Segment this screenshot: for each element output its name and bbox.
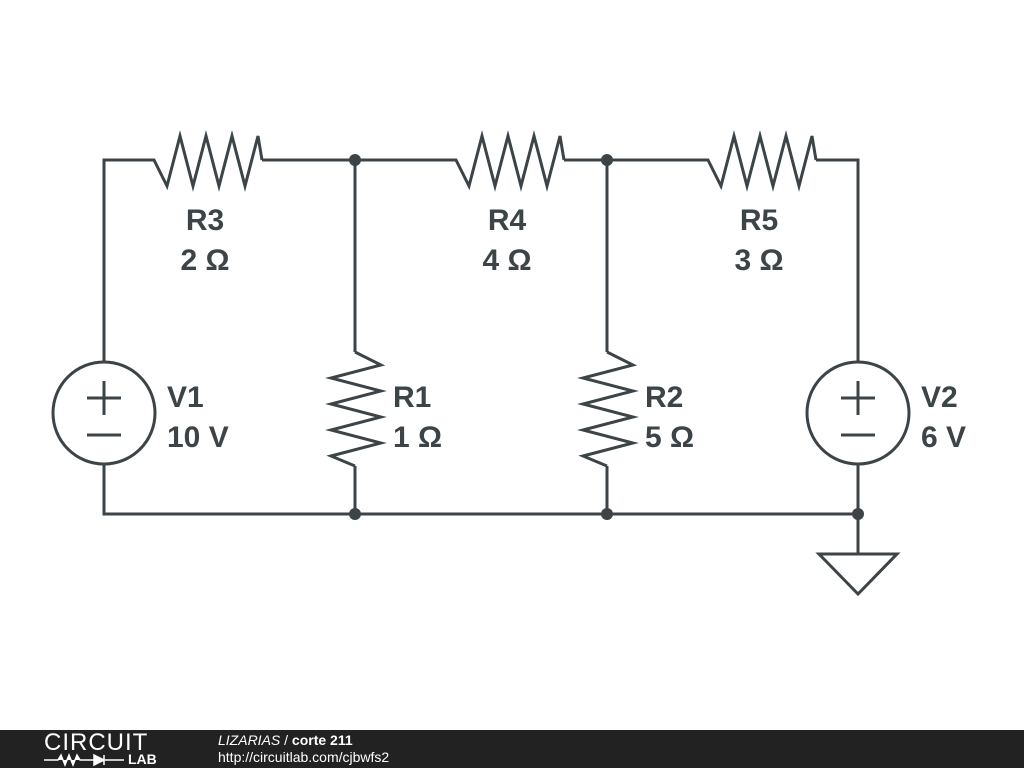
circuit-title-line: LIZARIAS / corte 211 xyxy=(218,732,389,749)
v2-label: V2 xyxy=(921,381,958,414)
footer-bar: CIRCUIT LAB LIZARIAS / corte 211 http://… xyxy=(0,730,1024,768)
resistor-diode-icon xyxy=(44,753,124,767)
resistor-r5[interactable] xyxy=(702,130,818,192)
circuitlab-logo[interactable]: CIRCUIT LAB xyxy=(44,731,184,767)
ground-icon xyxy=(815,552,901,597)
voltage-source-v1[interactable] xyxy=(51,360,157,466)
junction-nodes xyxy=(349,154,864,520)
junction-node xyxy=(349,154,361,166)
resistor-r4[interactable] xyxy=(450,130,566,192)
plus-icon xyxy=(87,381,121,415)
wire-left-vertical xyxy=(102,158,148,362)
logo-wordmark: CIRCUIT xyxy=(44,729,149,756)
voltage-source-v2[interactable] xyxy=(805,360,911,466)
r4-label: R4 xyxy=(488,204,527,237)
resistor-r3[interactable] xyxy=(148,130,264,192)
r3-label: R3 xyxy=(186,204,224,237)
author-name[interactable]: LIZARIAS xyxy=(218,732,281,748)
r2-label: R2 xyxy=(645,381,683,414)
v1-value: 10 V xyxy=(167,421,229,454)
circuit-title: corte 211 xyxy=(291,732,353,748)
junction-node xyxy=(601,508,613,520)
plus-icon xyxy=(841,381,875,415)
r5-label: R5 xyxy=(740,204,778,237)
r4-value: 4 Ω xyxy=(482,244,531,277)
circuit-info: LIZARIAS / corte 211 http://circuitlab.c… xyxy=(218,732,389,766)
junction-node xyxy=(852,508,864,520)
r5-value: 3 Ω xyxy=(734,244,783,277)
r2-value: 5 Ω xyxy=(645,421,694,454)
v1-label: V1 xyxy=(167,381,204,414)
r1-label: R1 xyxy=(393,381,431,414)
wire-bottom-rail xyxy=(102,464,860,516)
junction-node xyxy=(349,508,361,520)
resistor-r2[interactable] xyxy=(577,350,639,468)
resistor-r1[interactable] xyxy=(325,350,387,468)
title-separator: / xyxy=(280,732,292,748)
wires xyxy=(102,158,860,554)
logo-sub-wordmark: LAB xyxy=(128,751,157,767)
circuit-url[interactable]: http://circuitlab.com/cjbwfs2 xyxy=(218,749,390,765)
r3-value: 2 Ω xyxy=(180,244,229,277)
r1-value: 1 Ω xyxy=(393,421,442,454)
junction-node xyxy=(601,154,613,166)
v2-value: 6 V xyxy=(921,421,966,454)
wire-right-vertical xyxy=(816,158,860,362)
